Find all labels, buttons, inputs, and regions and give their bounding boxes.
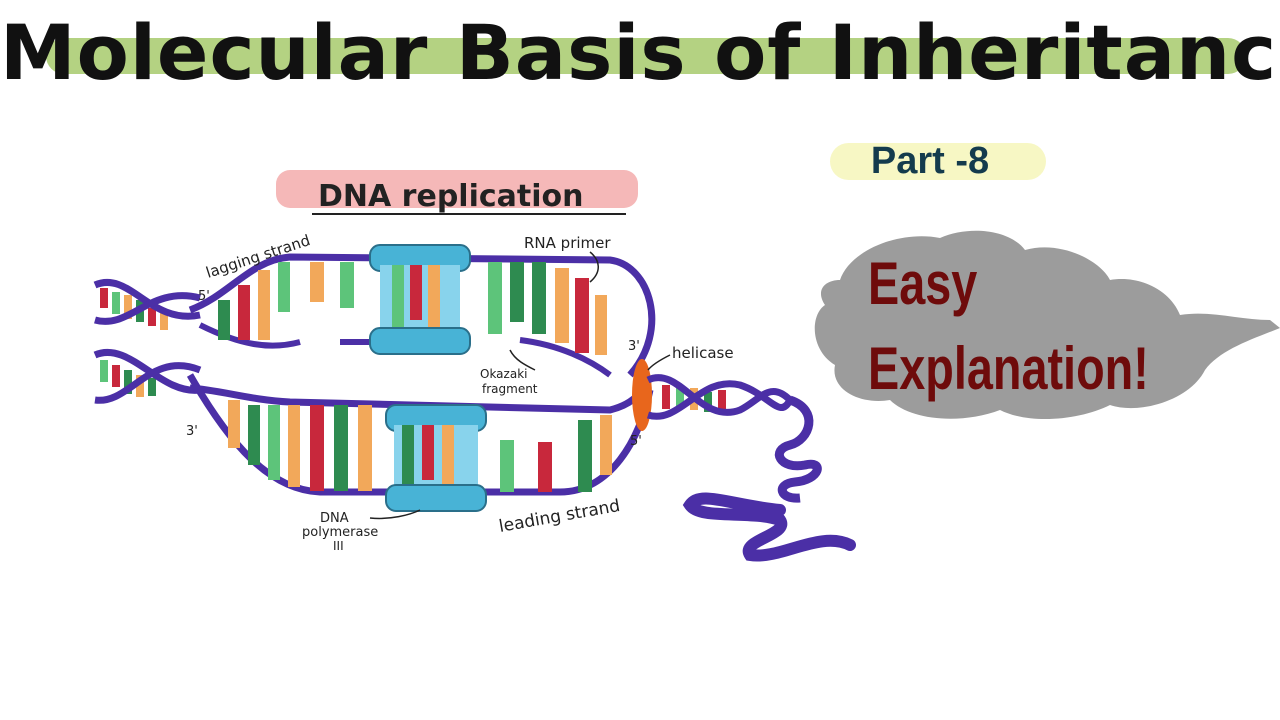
rna-primer-pointer bbox=[589, 251, 599, 283]
polymerase-pointer bbox=[369, 509, 421, 520]
right-helix bbox=[646, 374, 856, 562]
label-five-prime-fork: 5' bbox=[630, 434, 642, 449]
okazaki-segment-2 bbox=[519, 337, 612, 378]
label-helicase: helicase bbox=[672, 344, 734, 362]
title-highlight-bar bbox=[46, 38, 1246, 74]
label-three-prime-fork: 3' bbox=[628, 339, 640, 354]
bottom-fork-bases bbox=[228, 400, 612, 492]
lagging-template-strand bbox=[188, 253, 656, 378]
part-badge-background bbox=[830, 143, 1046, 180]
label-dna-polymerase-2: polymerase bbox=[302, 525, 378, 540]
callout-line-2: Explanation! bbox=[868, 335, 1149, 402]
lagging-new-strand bbox=[198, 322, 301, 349]
okazaki-pointer bbox=[509, 349, 536, 371]
callout-line-1: Easy bbox=[868, 250, 978, 317]
bottom-left-helix bbox=[93, 349, 202, 404]
helicase-pointer bbox=[647, 354, 671, 371]
label-okazaki-1: Okazaki bbox=[480, 367, 527, 381]
label-dna-polymerase-3: III bbox=[333, 539, 344, 553]
diagram-title: DNA replication bbox=[318, 179, 583, 214]
top-left-helix bbox=[93, 279, 201, 330]
page-title: Molecular Basis of Inheritance bbox=[0, 8, 1280, 97]
polymerase-bottom bbox=[385, 404, 487, 512]
part-badge: Part -8 bbox=[870, 140, 990, 182]
label-rna-primer: RNA primer bbox=[524, 234, 611, 252]
label-dna-polymerase-1: DNA bbox=[320, 511, 349, 526]
diagram-title-highlight bbox=[276, 170, 638, 208]
dna-replication-diagram: DNA replication bbox=[93, 170, 856, 562]
label-five-prime-top: 5' bbox=[198, 289, 210, 304]
label-leading-strand: leading strand bbox=[497, 496, 621, 537]
label-okazaki-2: fragment bbox=[482, 382, 538, 396]
label-three-prime-left: 3' bbox=[186, 424, 198, 439]
title-area: Molecular Basis of Inheritance bbox=[0, 0, 1280, 110]
polymerase-top bbox=[369, 244, 471, 355]
brush-stroke-background bbox=[814, 230, 1280, 420]
